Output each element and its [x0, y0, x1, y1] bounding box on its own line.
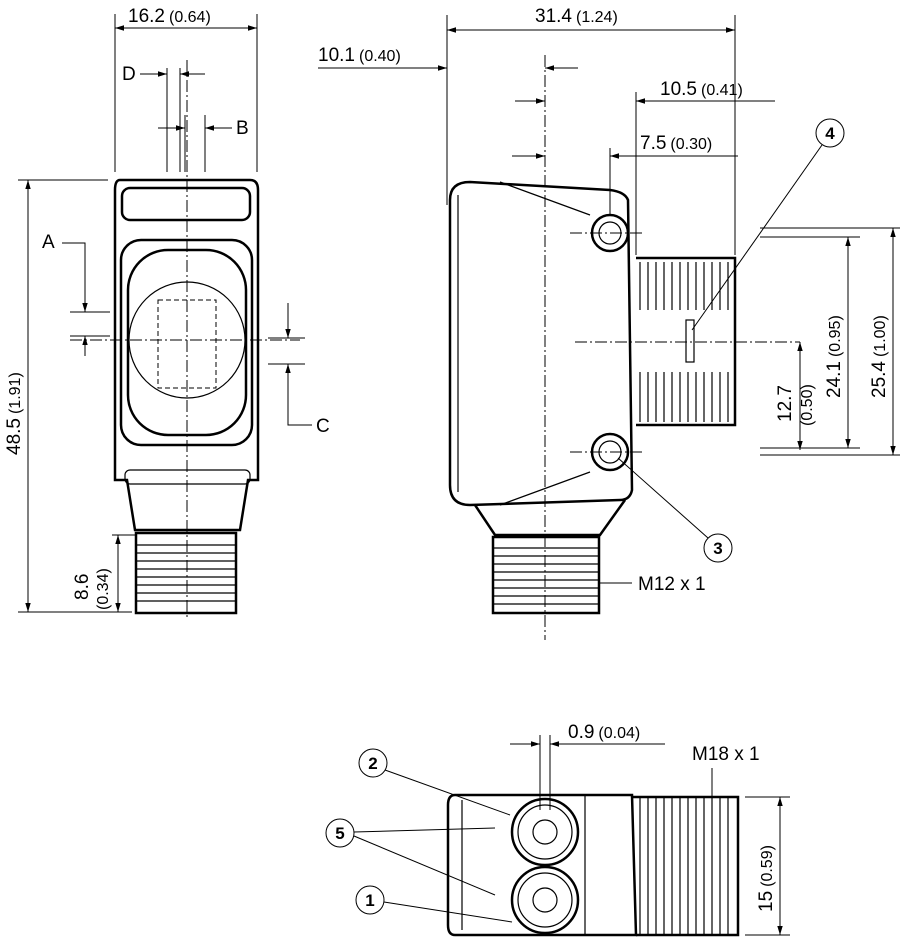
gap-dim-inch: (0.04): [598, 725, 640, 742]
width-15-inch: (0.59): [759, 845, 776, 887]
thread-offset-value: 10.5: [660, 79, 697, 100]
bottom-thread: [632, 795, 740, 937]
svg-text:7.5(0.30): 7.5(0.30): [640, 133, 712, 154]
center-dim-inch: (0.50): [799, 384, 816, 426]
height-dim-inch: (1.91): [7, 372, 24, 414]
svg-text:0.9(0.04): 0.9(0.04): [568, 722, 640, 743]
bottom-view: 0.9(0.04) M18 x 1 15 (0.59) 2 5 1: [325, 722, 790, 937]
svg-text:10.1(0.40): 10.1(0.40): [318, 45, 401, 66]
svg-text:25.4(1.00): 25.4 (1.00): [869, 315, 890, 398]
svg-text:16.2(0.64): 16.2(0.64): [128, 6, 211, 27]
width-15-value: 15: [756, 891, 777, 912]
height-dim-value: 48.5: [4, 418, 25, 455]
callout-1: 1: [365, 891, 374, 910]
svg-text:24.1(0.95): 24.1 (0.95): [824, 315, 845, 398]
thread-dim-value: 8.6: [72, 574, 93, 600]
depth-dim-value: 31.4: [535, 6, 572, 27]
width-dim-value: 16.2: [128, 6, 165, 27]
label-c: C: [316, 416, 330, 437]
offset-dim-value: 10.1: [318, 45, 355, 66]
hole-spacing-value: 24.1: [824, 361, 845, 398]
connector-thread-label: M12 x 1: [638, 574, 706, 595]
callout-2: 2: [368, 754, 377, 773]
label-b: B: [236, 118, 249, 139]
svg-text:48.5(1.91): 48.5 (1.91): [4, 372, 25, 455]
mount-offset-inch: (0.30): [670, 136, 712, 153]
hole-spacing-inch: (0.95): [827, 315, 844, 357]
depth-dim-inch: (1.24): [576, 9, 618, 26]
callout-4: 4: [825, 124, 835, 143]
width-dim-inch: (0.64): [169, 9, 211, 26]
svg-text:15(0.59): 15 (0.59): [756, 845, 777, 912]
side-view: 31.4(1.24) 10.1(0.40) 10.5(0.41) 7.5(0.3…: [318, 6, 900, 640]
mount-offset-value: 7.5: [640, 133, 666, 154]
label-a: A: [42, 232, 55, 253]
callout-5: 5: [335, 824, 344, 843]
height-25-inch: (1.00): [872, 315, 889, 357]
front-thread: [134, 531, 238, 615]
center-dim-value: 12.7: [775, 385, 796, 422]
thread-dim-inch: (0.34): [95, 568, 112, 610]
housing-thread-label: M18 x 1: [692, 744, 760, 765]
svg-text:31.4(1.24): 31.4(1.24): [535, 6, 618, 27]
label-d: D: [122, 64, 136, 85]
callout-3: 3: [713, 539, 722, 558]
front-view: 16.2(0.64) D B A C 48.5 (1.91) 8.6 (0.34): [4, 6, 330, 620]
thread-offset-inch: (0.41): [701, 82, 743, 99]
height-25-value: 25.4: [869, 361, 890, 398]
gap-dim-value: 0.9: [568, 722, 594, 743]
offset-dim-inch: (0.40): [359, 48, 401, 65]
side-connector-thread: [491, 535, 601, 615]
svg-text:10.5(0.41): 10.5(0.41): [660, 79, 743, 100]
